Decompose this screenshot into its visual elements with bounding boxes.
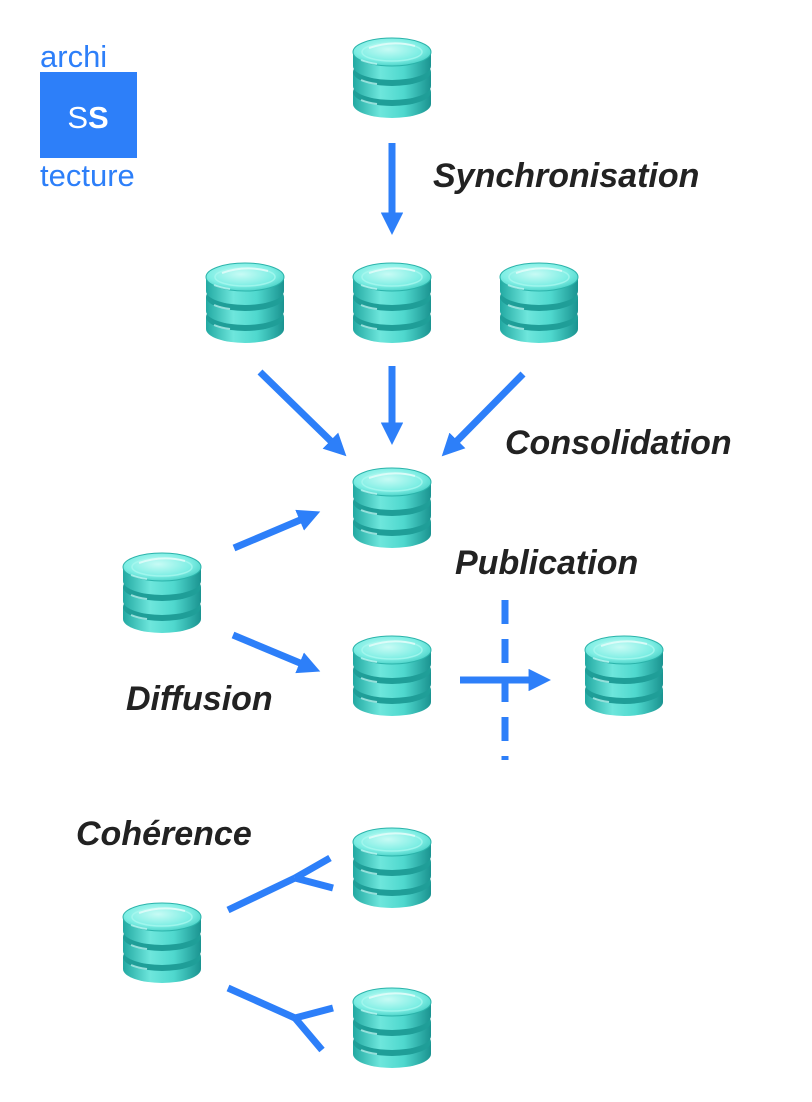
label-coherence: Cohérence (76, 815, 252, 853)
consolidation-arrow-right (441, 371, 526, 457)
coherence-fork-down-a (294, 1004, 334, 1022)
logo-text-top: archi (40, 39, 107, 74)
database-icon (352, 987, 432, 1069)
coherence-link-down (226, 984, 297, 1022)
database-icon (352, 635, 432, 717)
logo-box (40, 72, 137, 158)
diffusion-arrow-up (232, 509, 321, 552)
coherence-fork-up-b (294, 874, 334, 892)
diffusion-arrow-down (231, 631, 321, 674)
consolidation-arrow-left (257, 369, 347, 457)
coherence-fork-down-b (292, 1015, 325, 1053)
logo-text-middle: SS (67, 100, 108, 135)
database-icon (205, 262, 285, 344)
database-icon (352, 467, 432, 549)
database-icon (352, 37, 432, 119)
database-icon (122, 552, 202, 634)
database-icon (499, 262, 579, 344)
label-synchronisation: Synchronisation (433, 157, 699, 195)
label-publication: Publication (455, 544, 638, 582)
archisstecture-logo: archi SS tecture (40, 39, 137, 193)
logo-text-bottom: tecture (40, 158, 135, 193)
label-consolidation: Consolidation (505, 424, 732, 462)
coherence-fork-up-a (293, 854, 332, 882)
coherence-link-up (226, 874, 297, 914)
database-icon (584, 635, 664, 717)
label-diffusion: Diffusion (126, 680, 273, 718)
database-icon (122, 902, 202, 984)
database-icon (352, 827, 432, 909)
database-icon (352, 262, 432, 344)
